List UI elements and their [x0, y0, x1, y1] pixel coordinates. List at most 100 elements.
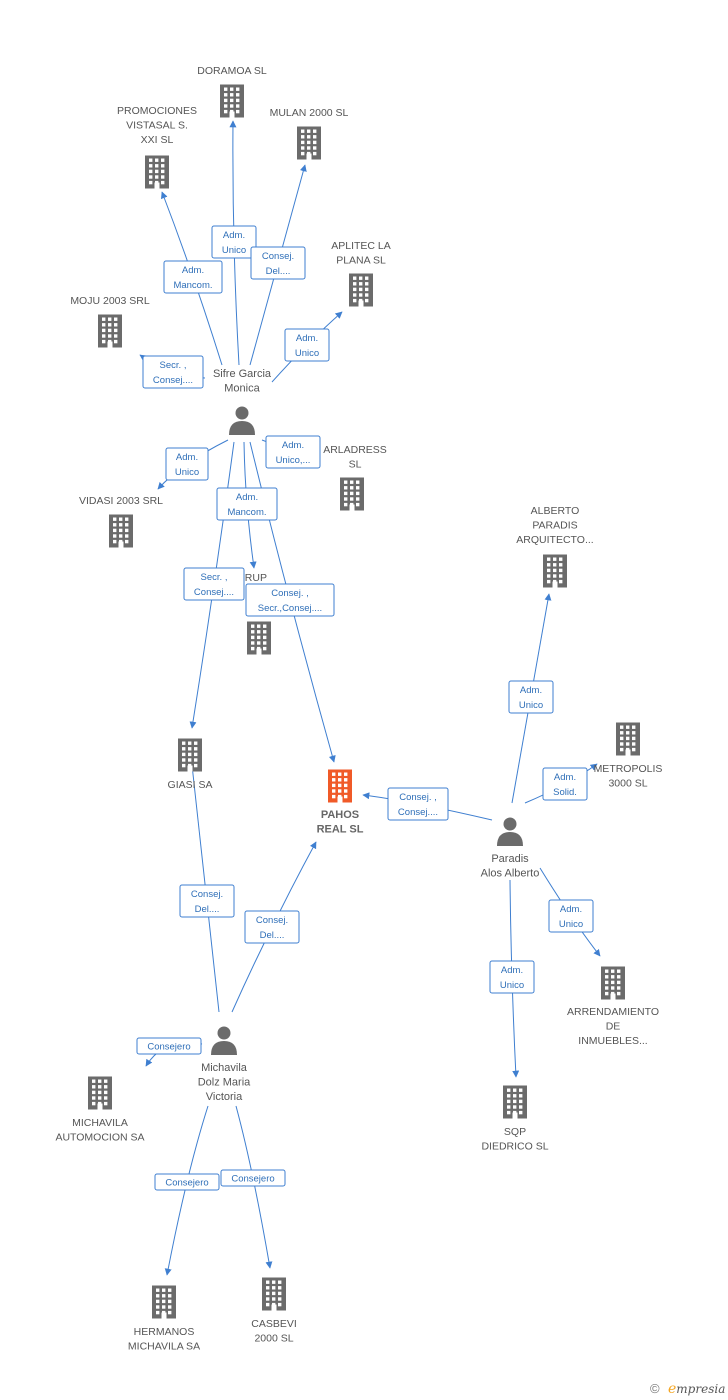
building-window: [547, 574, 551, 578]
building-window: [98, 1085, 102, 1089]
sifre-person-body: [229, 421, 255, 435]
building-door: [118, 541, 124, 548]
building-window: [632, 747, 636, 752]
building-window: [356, 486, 360, 490]
node-label-alberto: PARADIS: [532, 520, 577, 532]
person-icon: [211, 1026, 237, 1055]
edge-label-paradis-alberto[interactable]: Adm.Unico: [508, 680, 554, 714]
building-window: [559, 563, 563, 567]
edge-label-michavila-pahos[interactable]: Consej.Del....: [244, 910, 300, 944]
node-giasi[interactable]: GIASI SA: [168, 738, 213, 792]
building-window: [313, 129, 317, 133]
edge-label-sifre-arladress[interactable]: Adm.Unico,...: [265, 435, 321, 469]
building-window: [356, 491, 360, 496]
building-window: [605, 980, 609, 985]
building-window: [114, 334, 118, 338]
building-door: [349, 504, 355, 511]
edge-label-sifre-promociones[interactable]: Adm.Mancom.: [163, 260, 223, 294]
building-window: [507, 1099, 511, 1104]
building-window: [620, 731, 624, 735]
building-window: [626, 736, 630, 741]
building-window: [513, 1099, 517, 1104]
node-label-pahos: REAL SL: [317, 824, 364, 836]
building-window: [353, 282, 357, 286]
building-window: [617, 980, 621, 985]
edge-label-sifre-moju[interactable]: Secr. ,Consej....: [142, 355, 204, 389]
edge-label-paradis-sqp[interactable]: Adm.Unico: [489, 960, 535, 994]
building-door: [107, 341, 113, 348]
edge-label-paradis-metropolis[interactable]: Adm.Solid.: [542, 767, 588, 801]
edge-label-text: Consej....: [153, 375, 193, 386]
building-window: [547, 568, 551, 573]
building-window: [301, 151, 305, 156]
building-window: [236, 109, 240, 114]
building-window: [236, 87, 240, 91]
building-window: [155, 158, 159, 162]
building-window: [182, 752, 186, 757]
edge-label-paradis-pahos[interactable]: Consej. ,Consej....: [387, 787, 449, 821]
edge-label-sifre-mulan[interactable]: Consej.Del....: [250, 246, 306, 280]
building-window: [344, 502, 348, 507]
building-window: [553, 574, 557, 578]
edge-label-michavila-giasi[interactable]: Consej.Del....: [179, 884, 235, 918]
building-window: [344, 772, 348, 776]
edge-label-sifre-ugrup[interactable]: Adm.Mancom.: [216, 487, 278, 521]
building-window: [365, 298, 369, 303]
building-window: [125, 517, 129, 521]
edge-label-sifre-giasi[interactable]: Secr. ,Consej....: [183, 567, 245, 601]
building-window: [266, 1297, 270, 1301]
building-window: [605, 975, 609, 979]
building-window: [113, 517, 117, 521]
building-window: [307, 129, 311, 133]
edge-label-sifre-pahos[interactable]: Consej. ,Secr.,Consej....: [245, 583, 335, 617]
edge-label-michavila-casbevi[interactable]: Consejero: [220, 1169, 286, 1187]
building-icon: [145, 155, 169, 189]
building-window: [344, 783, 348, 788]
building-window: [359, 276, 363, 280]
node-mulan[interactable]: MULAN 2000 SL: [270, 107, 349, 160]
node-arrendamiento[interactable]: ARRENDAMIENTODEINMUEBLES...: [567, 966, 659, 1048]
building-window: [114, 317, 118, 321]
node-moju[interactable]: MOJU 2003 SRL: [70, 295, 150, 348]
node-vidasi[interactable]: VIDASI 2003 SRL: [79, 495, 163, 548]
edge-label-michavila-hermanos[interactable]: Consejero: [154, 1173, 220, 1191]
building-window: [113, 523, 117, 527]
building-window: [168, 1305, 172, 1309]
building-icon: [247, 621, 271, 655]
edge-label-sifre-doramoa[interactable]: Adm.Unico: [211, 225, 257, 259]
building-window: [156, 1294, 160, 1298]
building-window: [161, 180, 165, 185]
node-doramoa[interactable]: DORAMOA SL: [197, 65, 267, 118]
building-icon: [262, 1277, 286, 1311]
building-icon: [340, 477, 364, 511]
building-window: [547, 579, 551, 584]
building-window: [344, 497, 348, 501]
edge-label-sifre-aplitec[interactable]: Adm.Unico: [284, 328, 330, 362]
edge-label-michavila-michavila_auto[interactable]: Consejero: [136, 1037, 202, 1055]
building-window: [236, 98, 240, 103]
building-window: [102, 328, 106, 333]
building-icon: [152, 1285, 176, 1319]
building-window: [149, 158, 153, 162]
edge-label-sifre-vidasi[interactable]: Adm.Unico: [165, 447, 209, 481]
building-window: [224, 93, 228, 97]
edge-label-paradis-arrendamiento[interactable]: Adm.Unico: [548, 899, 594, 933]
edge-label-box: [489, 960, 535, 994]
building-window: [156, 1299, 160, 1304]
building-window: [257, 641, 261, 645]
building-window: [507, 1110, 511, 1115]
node-alberto[interactable]: ALBERTOPARADISARQUITECTO...: [516, 505, 594, 588]
node-label-metropolis: METROPOLIS: [594, 763, 663, 775]
